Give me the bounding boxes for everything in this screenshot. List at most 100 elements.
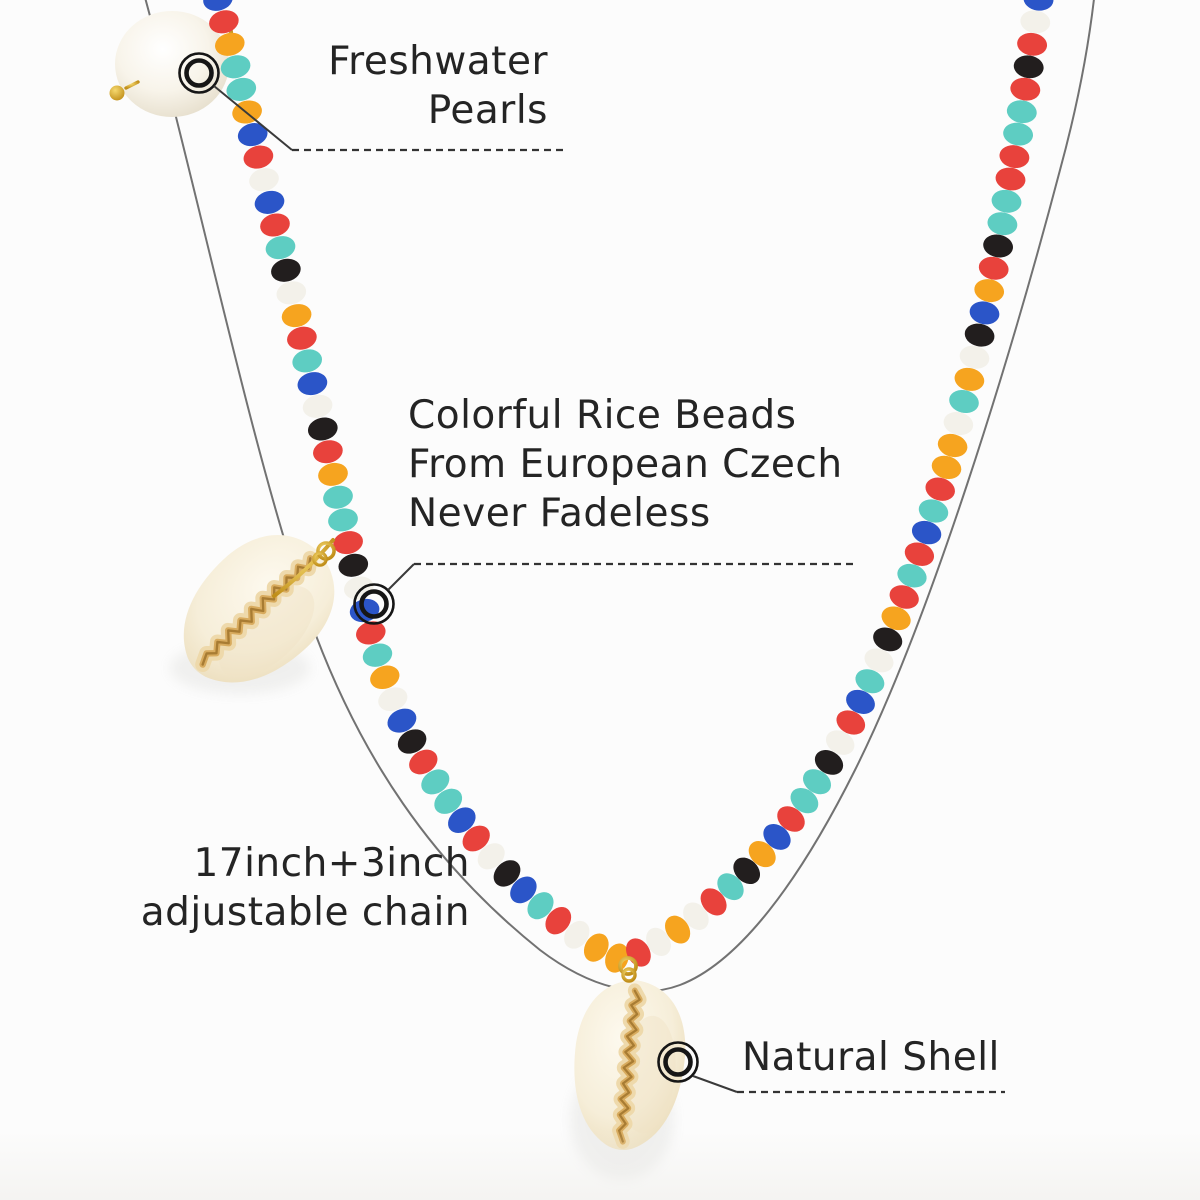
bead (302, 394, 333, 418)
label-line: Never Fadeless (408, 490, 711, 536)
bead (777, 806, 805, 832)
bead (733, 857, 761, 885)
natural-shell-label: Natural Shell (742, 1034, 1000, 1083)
bead (959, 345, 990, 369)
adjustable-chain-wire (144, 0, 1095, 993)
bead (370, 665, 400, 690)
bead (665, 915, 691, 944)
bead (855, 669, 885, 694)
bead (220, 55, 251, 79)
bead (510, 876, 537, 904)
label-line: Colorful Rice Beads (408, 393, 797, 438)
bead (790, 787, 819, 814)
bead (338, 553, 369, 577)
bead (995, 167, 1026, 191)
bead (1013, 55, 1044, 79)
bead (999, 145, 1030, 169)
bead (260, 213, 290, 237)
bead (397, 729, 427, 754)
bead (318, 462, 348, 486)
bead (493, 860, 521, 887)
bead (1003, 122, 1034, 146)
bead (763, 823, 791, 850)
label-line: Freshwater (328, 39, 548, 84)
bead (333, 531, 363, 555)
bead (203, 0, 233, 11)
bead (249, 168, 279, 192)
bead (991, 189, 1022, 213)
cowrie-shell-left (154, 508, 361, 713)
bead (287, 326, 317, 350)
bead (237, 123, 268, 147)
bead (378, 687, 408, 712)
bead (313, 440, 343, 464)
bead (343, 576, 374, 600)
freshwater-pearls-label: Freshwater Pearls (328, 38, 548, 136)
bead-strand-left (203, 0, 629, 973)
bead (243, 145, 274, 169)
bead (328, 508, 358, 532)
bead (683, 902, 709, 930)
bead (1010, 77, 1041, 101)
leader-line (213, 85, 293, 151)
bead (825, 730, 855, 755)
bead (1023, 0, 1054, 11)
bead (226, 77, 257, 101)
bead (462, 825, 490, 852)
bead (864, 648, 894, 673)
bead (545, 907, 572, 935)
bead (925, 477, 955, 501)
bead (873, 627, 903, 652)
bead (387, 708, 417, 733)
bead (814, 750, 844, 775)
bead (276, 281, 307, 305)
bead (356, 621, 386, 645)
bead (700, 888, 727, 916)
bead (1017, 32, 1048, 56)
label-line: 17inch+3inch (193, 841, 470, 886)
bead (307, 417, 338, 441)
bead (802, 769, 832, 795)
bead (897, 563, 927, 588)
bead (846, 689, 875, 714)
gold-pin-icon (109, 85, 125, 101)
bead (564, 920, 590, 949)
bead (646, 927, 671, 957)
bead (987, 212, 1018, 236)
bead (605, 943, 629, 973)
bead (265, 236, 296, 260)
bead (911, 520, 942, 545)
bead (974, 279, 1005, 303)
bead (477, 843, 505, 870)
label-line: From European Czech (408, 441, 843, 487)
bead (983, 234, 1013, 258)
bead (209, 10, 239, 34)
bead (292, 349, 323, 373)
bead (1006, 100, 1037, 124)
leader-line (692, 1075, 738, 1093)
bead (281, 304, 312, 328)
bead (949, 389, 979, 414)
bead (297, 372, 328, 396)
bead (931, 455, 962, 480)
bead (918, 499, 949, 523)
bead (836, 710, 866, 735)
bead (1020, 10, 1051, 34)
bead (954, 367, 985, 391)
rice-beads-label: Colorful Rice Beads From European Czech … (408, 392, 843, 538)
bead (964, 323, 995, 347)
bead (881, 606, 911, 631)
bead (448, 807, 476, 833)
bead (362, 643, 393, 667)
bead (254, 190, 285, 214)
bead (969, 301, 1000, 325)
label-line: Pearls (427, 87, 548, 133)
bead (323, 485, 353, 509)
bead (889, 585, 919, 609)
bead (271, 258, 301, 282)
bead (748, 841, 776, 868)
leader-line (387, 563, 415, 591)
bead-strand-right (626, 0, 1054, 967)
